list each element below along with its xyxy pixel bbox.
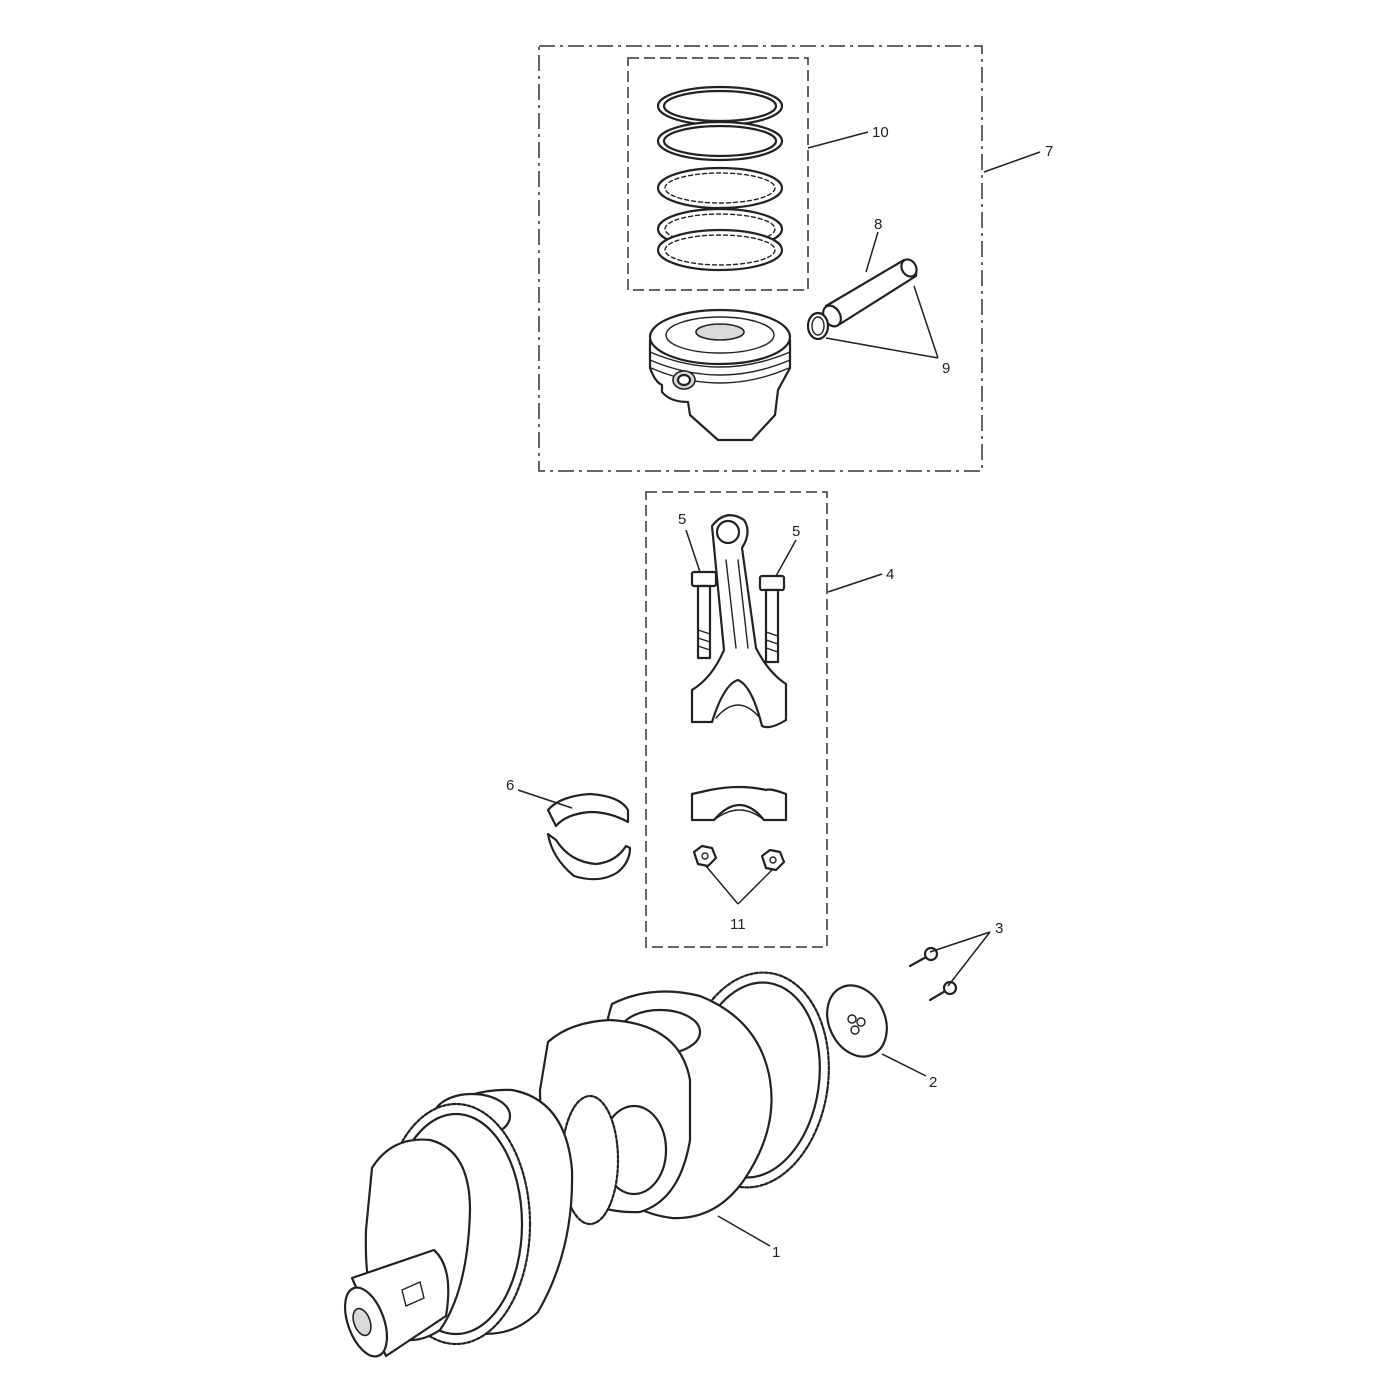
callouts: 1 2 3 4 5 5 6 7 8 9 10 11: [506, 124, 1053, 1261]
piston-ring-set-group-box: [627, 57, 809, 291]
callout-9: 9: [942, 360, 950, 377]
big-end-bearing-shells: [546, 792, 632, 881]
callout-6: 6: [506, 777, 514, 794]
callout-5-left: 5: [678, 511, 686, 528]
callout-8: 8: [874, 216, 882, 233]
rod-cap: [690, 785, 788, 822]
piston: [648, 308, 792, 442]
rod-nut-right: [760, 848, 786, 872]
gudgeon-pin: [822, 258, 918, 328]
sprocket-plate: [826, 984, 888, 1058]
callout-3: 3: [995, 920, 1003, 937]
connecting-rod: [690, 514, 788, 729]
piston-assembly-group-box: [538, 45, 983, 472]
crankshaft: [343, 971, 830, 1358]
circlip: [806, 311, 830, 341]
plate-screw-lower: [928, 980, 958, 1002]
rod-bolt-left: [690, 570, 718, 660]
connecting-rod-group-box: [645, 491, 828, 948]
callout-2: 2: [929, 1074, 937, 1091]
callout-4: 4: [886, 566, 894, 583]
piston-rings: [656, 85, 784, 272]
callout-11: 11: [730, 916, 746, 933]
callout-7: 7: [1045, 143, 1053, 160]
callout-1: 1: [772, 1244, 780, 1261]
callout-10: 10: [872, 124, 889, 141]
leader-lines: [517, 131, 1041, 1247]
rod-nut-left: [692, 844, 718, 868]
callout-5-right: 5: [792, 523, 800, 540]
rod-bolt-right: [758, 574, 786, 664]
